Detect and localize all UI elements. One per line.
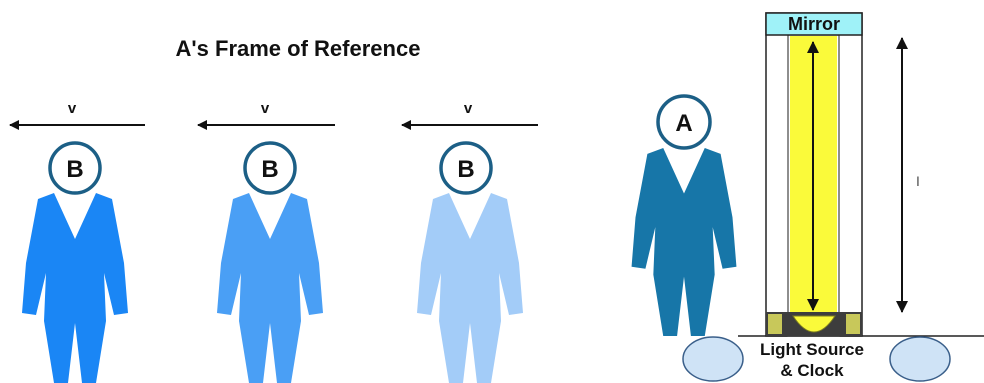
observer-a: A (631, 94, 737, 336)
person-silhouette-icon (417, 193, 523, 383)
velocity-label: v (261, 100, 270, 117)
person-silhouette-icon (217, 193, 323, 383)
diagram-title: A's Frame of Reference (176, 36, 421, 61)
light-source-pad-left (768, 314, 782, 334)
velocity-label: v (68, 100, 77, 117)
mirror (765, 12, 863, 36)
mirror-label: Mirror (788, 14, 840, 34)
observer-b-head (243, 141, 297, 195)
light-source-label: Light Source (760, 340, 864, 359)
light-bulb-icon (792, 315, 836, 333)
wheel-left (682, 336, 744, 382)
person-silhouette-icon (22, 193, 128, 383)
length-label: l (917, 174, 920, 189)
observer-b-head (48, 141, 102, 195)
length-marker: l (896, 37, 920, 313)
observer-b-letter: B (261, 156, 278, 183)
observer-a-head (656, 94, 712, 150)
velocity-label: v (464, 100, 473, 117)
observer-b-2: v B (197, 100, 335, 383)
observer-b-3: v B (401, 100, 538, 383)
observer-a-letter: A (675, 110, 692, 137)
observer-b-head (439, 141, 493, 195)
observer-b-1: v B (9, 100, 145, 383)
observer-b-letter: B (66, 156, 83, 183)
person-silhouette-icon (631, 148, 737, 336)
wheel-right (889, 336, 951, 382)
light-clock: Mirror Light Source & Clock (682, 12, 984, 382)
clock-label: & Clock (780, 361, 844, 380)
light-source-pad-right (846, 314, 860, 334)
observer-b-letter: B (457, 156, 474, 183)
